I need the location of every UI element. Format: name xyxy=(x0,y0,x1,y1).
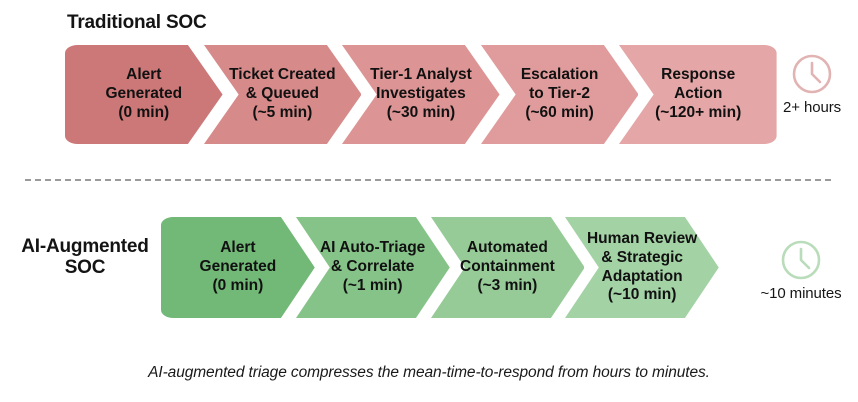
stage-title-line1: Escalation xyxy=(520,66,599,84)
stage-duration: (0 min) xyxy=(212,276,264,294)
summary-caption: ~10 minutes xyxy=(760,285,842,302)
stage-text: Alert Generated (0 min) xyxy=(169,239,307,296)
stage-text: Ticket Created & Queued (~5 min) xyxy=(212,66,354,123)
stage-duration: (~3 min) xyxy=(477,276,538,294)
row-label-traditional: Traditional SOC xyxy=(67,12,207,33)
stage-text: Alert Generated (0 min) xyxy=(73,66,215,123)
chevron-shape xyxy=(430,217,585,318)
stage-title-line1: Human Review xyxy=(586,229,698,247)
stage-text: Escalation to Tier-2 (~60 min) xyxy=(489,66,631,123)
stage-title-line1: Alert xyxy=(220,239,256,257)
stage-title-line2: Generated xyxy=(105,85,183,103)
stage-text: Automated Containment (~3 min) xyxy=(439,239,577,296)
clock-icon xyxy=(792,54,832,94)
stage-chevron[interactable]: Alert Generated (0 min) xyxy=(161,217,315,318)
stage-title-line2: & Strategic xyxy=(601,248,684,266)
stage-title-line2: Investigates xyxy=(376,85,466,103)
clock-icon xyxy=(781,240,821,280)
stage-title-line1: Tier-1 Analyst xyxy=(370,66,472,84)
stage-chevron[interactable]: Ticket Created & Queued (~5 min) xyxy=(203,45,362,144)
section-divider xyxy=(25,179,831,181)
chevron-shape xyxy=(203,45,362,144)
stage-duration: (~1 min) xyxy=(342,276,403,294)
chevron-shape xyxy=(295,217,450,318)
stage-title-line2: & Queued xyxy=(245,85,319,103)
stage-title-line1: Response xyxy=(661,66,736,84)
chevron-shape xyxy=(65,45,223,144)
summary-caption: 2+ hours xyxy=(783,99,841,116)
stage-text: Human Review & Strategic Adaptation (~10… xyxy=(573,230,711,306)
chevron-shape xyxy=(565,217,719,318)
stage-title-line2: Containment xyxy=(460,258,555,276)
stage-title-line1: AI Auto-Triage xyxy=(319,239,426,257)
chevron-shape xyxy=(480,45,639,144)
stage-duration: (~10 min) xyxy=(607,286,677,304)
stage-title-line3: Adaptation xyxy=(601,267,683,285)
stage-text: AI Auto-Triage & Correlate (~1 min) xyxy=(304,239,442,296)
stage-duration: (~60 min) xyxy=(525,103,594,121)
row-label-ai-augmented: AI-Augmented SOC xyxy=(21,236,149,279)
summary-badge-ai-augmented: ~10 minutes xyxy=(744,238,858,302)
stage-chevron[interactable]: Escalation to Tier-2 (~60 min) xyxy=(480,45,639,144)
stage-chevron[interactable]: AI Auto-Triage & Correlate (~1 min) xyxy=(295,217,450,318)
stage-title-line2: Action xyxy=(674,85,723,103)
stage-chevron[interactable]: Automated Containment (~3 min) xyxy=(430,217,585,318)
stage-duration: (0 min) xyxy=(118,103,170,121)
stage-chevron[interactable]: Tier-1 Analyst Investigates (~30 min) xyxy=(342,45,500,144)
stage-text: Tier-1 Analyst Investigates (~30 min) xyxy=(350,66,492,123)
stage-title-line2: to Tier-2 xyxy=(529,85,591,103)
stage-title-line1: Ticket Created xyxy=(229,66,336,84)
chevron-shape xyxy=(161,217,315,318)
chevron-shape xyxy=(619,45,777,144)
stage-title-line2: Generated xyxy=(199,258,277,276)
stage-duration: (~120+ min) xyxy=(655,103,742,121)
stage-chevron[interactable]: Alert Generated (0 min) xyxy=(65,45,223,144)
flow-traditional-soc: Alert Generated (0 min) Ticket Created &… xyxy=(65,45,777,144)
stage-title-line2: & Correlate xyxy=(330,258,415,276)
figure-caption: AI-augmented triage compresses the mean-… xyxy=(148,364,710,381)
stage-duration: (~30 min) xyxy=(386,103,456,121)
flow-ai-augmented-soc: Alert Generated (0 min) AI Auto-Triage &… xyxy=(161,217,719,318)
stage-duration: (~5 min) xyxy=(252,103,313,121)
stage-title-line1: Alert xyxy=(126,66,162,84)
stage-title-line1: Automated xyxy=(466,239,548,257)
stage-chevron[interactable]: Response Action (~120+ min) xyxy=(619,45,777,144)
stage-chevron[interactable]: Human Review & Strategic Adaptation (~10… xyxy=(565,217,719,318)
chevron-shape xyxy=(342,45,500,144)
stage-text: Response Action (~120+ min) xyxy=(627,66,769,123)
summary-badge-traditional: 2+ hours xyxy=(769,52,855,116)
